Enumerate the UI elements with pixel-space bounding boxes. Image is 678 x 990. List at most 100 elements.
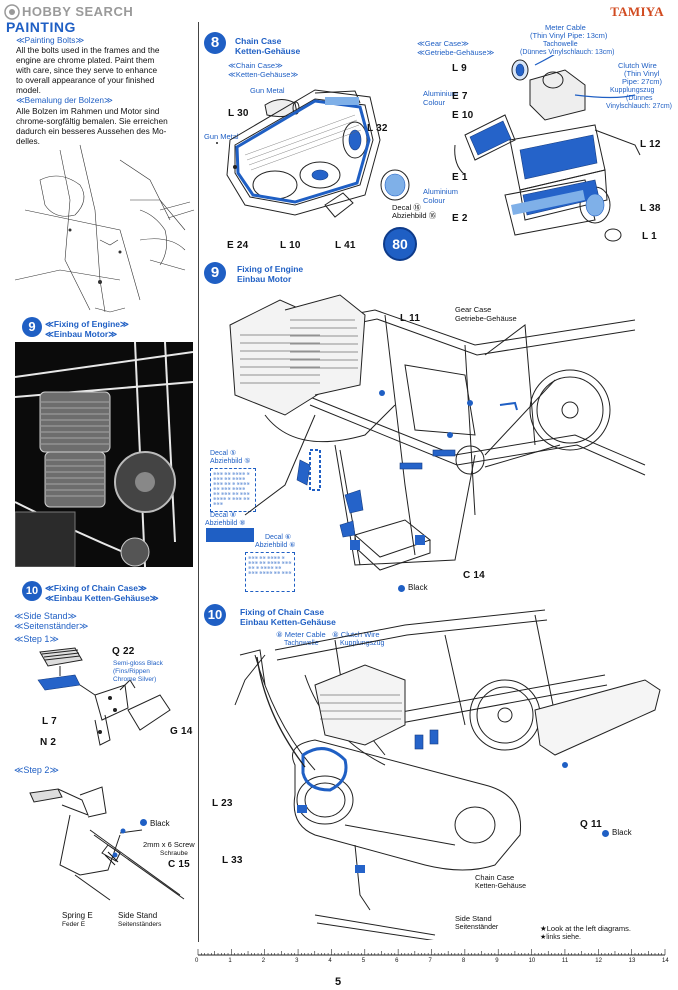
watermark-text: HOBBY SEARCH bbox=[22, 4, 134, 19]
part-n2: N 2 bbox=[40, 737, 57, 748]
ruler-tick-label: 11 bbox=[561, 958, 569, 964]
decal5-label-2: Abziehbild ⑤ bbox=[210, 458, 251, 465]
part-l11: L 11 bbox=[400, 313, 421, 324]
painting-subtitle-de: ≪Bemalung der Bolzen≫ bbox=[16, 95, 113, 105]
engine-frame-diagram bbox=[229, 294, 646, 571]
ruler-tick-label: 2 bbox=[261, 958, 266, 964]
chain-case-exploded-diagram bbox=[216, 89, 410, 218]
step-1-diagram bbox=[37, 647, 171, 746]
part-g14: G 14 bbox=[170, 726, 193, 737]
part-q22: Q 22 bbox=[112, 646, 135, 657]
engine-photo bbox=[15, 342, 193, 567]
ruler-tick-label: 1 bbox=[228, 958, 232, 964]
side-stand-s10-en: Side Stand bbox=[455, 914, 492, 923]
painting-text-en-1: All the bolts used in the frames and the bbox=[16, 45, 160, 55]
part-l30: L 30 bbox=[228, 108, 249, 119]
step-1-label: ≪Step 1≫ bbox=[14, 634, 59, 644]
screw-label-1: 2mm x 6 Screw bbox=[143, 840, 195, 849]
clutch-label-3: Pipe: 27cm) bbox=[622, 77, 663, 86]
chain-case-sub-de: ≪Ketten-Gehäuse≫ bbox=[228, 70, 299, 79]
clutch-label-4: Kupplungszug bbox=[610, 87, 655, 94]
gear-case-exploded-diagram bbox=[454, 55, 641, 242]
ruler-tick-label: 14 bbox=[662, 958, 669, 964]
step-9-title-de-left: ≪Einbau Motor≫ bbox=[45, 329, 118, 339]
painting-text-en-2: engine are chrome plated. Paint them bbox=[16, 55, 155, 65]
meter-cable-label-4: (Dünnes Vinylschlauch: 13cm) bbox=[520, 49, 615, 56]
gun-metal-label-1: Gun Metal bbox=[250, 86, 285, 95]
painting-text-en-3: with care, since they serve to enhance bbox=[16, 65, 158, 75]
part-c14: C 14 bbox=[463, 570, 485, 581]
section-10-badge: 10 bbox=[204, 604, 226, 626]
part-e10: E 10 bbox=[452, 110, 474, 121]
meter-cable-label-3: Tachowelle bbox=[543, 41, 578, 48]
part-l33: L 33 bbox=[222, 855, 243, 866]
alu-label-2: Colour bbox=[423, 98, 446, 107]
black-label-section10: Black bbox=[612, 828, 632, 837]
page-number: 5 bbox=[335, 976, 342, 988]
section-10-title-de: Einbau Ketten-Gehäuse bbox=[240, 617, 336, 627]
decal-80-badge: 80 bbox=[383, 227, 417, 261]
gear-case-sub-de: ≪Getriebe-Gehäuse≫ bbox=[417, 48, 495, 57]
decal-16-label-2: Abziehbild ⑯ bbox=[392, 211, 437, 220]
spring-label-de: Feder E bbox=[62, 921, 86, 928]
ruler-tick-label: 9 bbox=[495, 958, 499, 964]
chain-case-s10-en: Chain Case bbox=[475, 873, 515, 882]
ruler-tick-label: 7 bbox=[428, 958, 432, 964]
step-10-title-de-left: ≪Einbau Ketten-Gehäuse≫ bbox=[45, 593, 159, 603]
decal6-label-2: Abziehbild ⑥ bbox=[255, 542, 296, 549]
section-10-title-en: Fixing of Chain Case bbox=[240, 607, 325, 617]
section-8-title-de: Ketten-Gehäuse bbox=[235, 46, 301, 56]
part-e2: E 2 bbox=[452, 213, 468, 224]
section-9-badge: 9 bbox=[204, 262, 226, 284]
part-l9: L 9 bbox=[452, 63, 467, 74]
part-l41: L 41 bbox=[335, 240, 356, 251]
decal8-label-2: Abziehbild ⑧ bbox=[205, 520, 246, 527]
stand-label-en: Side Stand bbox=[118, 911, 158, 920]
chain-case-install-diagram bbox=[234, 609, 661, 940]
meter-cable-label-2: (Thin Vinyl Pipe: 13cm) bbox=[530, 31, 608, 40]
step-9-title-en-left: ≪Fixing of Engine≫ bbox=[45, 319, 129, 329]
painting-text-de-4: delles. bbox=[16, 136, 40, 146]
black-dot-step2: Black bbox=[140, 819, 170, 828]
black-label-section9: Black bbox=[408, 583, 428, 592]
semigloss-label-2: (Fins/Rippen bbox=[113, 668, 150, 675]
bolt-painting-illustration bbox=[14, 144, 195, 313]
ruler-tick-label: 0 bbox=[195, 958, 199, 964]
watermark-logo: HOBBY SEARCH bbox=[4, 4, 164, 20]
meter-cable-label-1: Meter Cable bbox=[545, 23, 586, 32]
note-de: ★links siehe. bbox=[540, 934, 581, 941]
chain-case-s10-de: Ketten-Gehäuse bbox=[475, 883, 526, 890]
column-divider bbox=[198, 22, 199, 942]
painting-text-de-2: chrome-sorgfältig bemalen. Sie erreichen bbox=[16, 116, 168, 126]
part-l12: L 12 bbox=[640, 139, 661, 150]
chain-case-sub-en: ≪Chain Case≫ bbox=[228, 61, 283, 70]
ruler-tick-label: 12 bbox=[595, 958, 602, 964]
decal-80-text: 80 bbox=[392, 236, 408, 252]
ruler-tick-label: 6 bbox=[395, 958, 399, 964]
part-l38: L 38 bbox=[640, 203, 661, 214]
note-en: ★Look at the left diagrams. bbox=[540, 924, 631, 933]
painting-text-de-1: Alle Bolzen im Rahmen und Motor sind bbox=[16, 106, 160, 116]
clutch-label-2: (Thin Vinyl bbox=[624, 69, 660, 78]
part-e1: E 1 bbox=[452, 172, 468, 183]
decal-16-label-1: Decal ⑯ bbox=[392, 203, 421, 212]
ruler-tick-label: 4 bbox=[328, 958, 332, 964]
painting-subtitle-en: ≪Painting Bolts≫ bbox=[16, 35, 85, 45]
gun-metal-label-2: Gun Metal bbox=[204, 132, 239, 141]
gear-case-label-de: Getriebe-Gehäuse bbox=[455, 314, 517, 323]
black-label-step2: Black bbox=[150, 819, 170, 828]
section-8-badge: 8 bbox=[204, 32, 226, 54]
clutch-label-1: Clutch Wire bbox=[618, 61, 657, 70]
decal6-label-1: Decal ⑥ bbox=[265, 534, 292, 541]
semigloss-label-3: Chrome Silver) bbox=[113, 676, 157, 683]
decal-8-swatch bbox=[206, 528, 254, 542]
painting-text-en-4: to overall appearance of your finished bbox=[16, 75, 155, 85]
meter-cable-s10-2: Tachowelle bbox=[284, 640, 319, 647]
footer-ruler bbox=[197, 949, 666, 956]
ruler-tick-label: 5 bbox=[361, 958, 366, 964]
decal5-label-1: Decal ⑤ bbox=[210, 450, 237, 457]
painting-text-en-5: model. bbox=[16, 85, 41, 95]
painting-title: PAINTING bbox=[6, 19, 76, 35]
stand-label-de: Seitenständers bbox=[118, 921, 162, 928]
alu-label-3: Aluminium bbox=[423, 187, 459, 196]
